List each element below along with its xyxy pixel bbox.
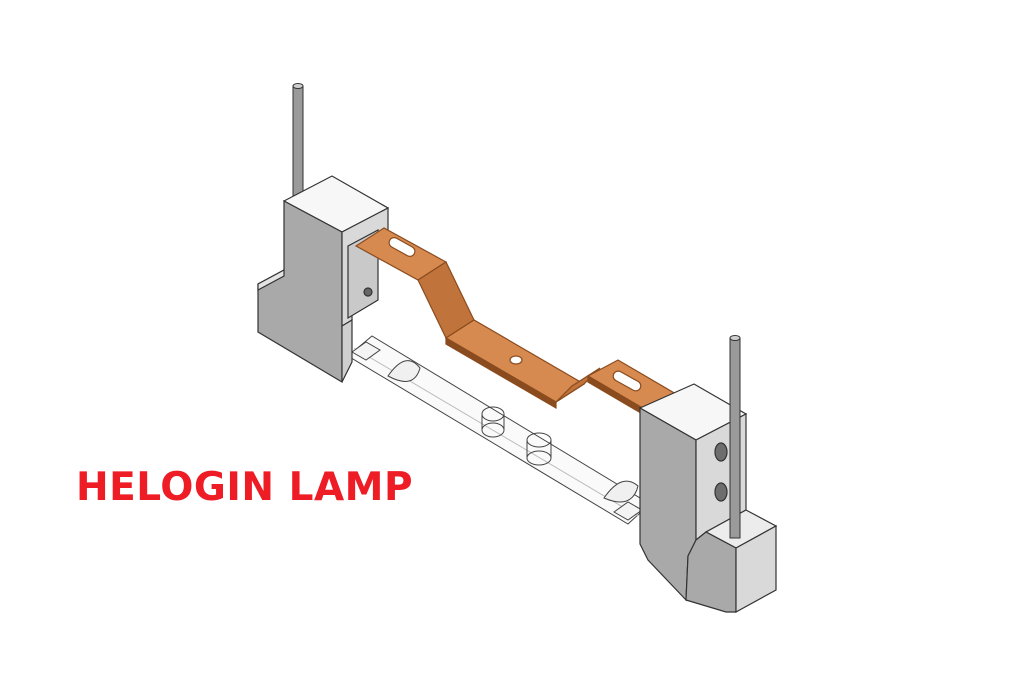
left-holder-block [257,175,390,384]
caption-title: HELOGIN LAMP [76,465,414,510]
left-terminal-rod [292,83,304,207]
right-terminal-rod [729,335,741,539]
copper-mounting-bracket [354,227,678,418]
right-holder-block [638,383,778,614]
quartz-lamp-tube [347,335,651,525]
